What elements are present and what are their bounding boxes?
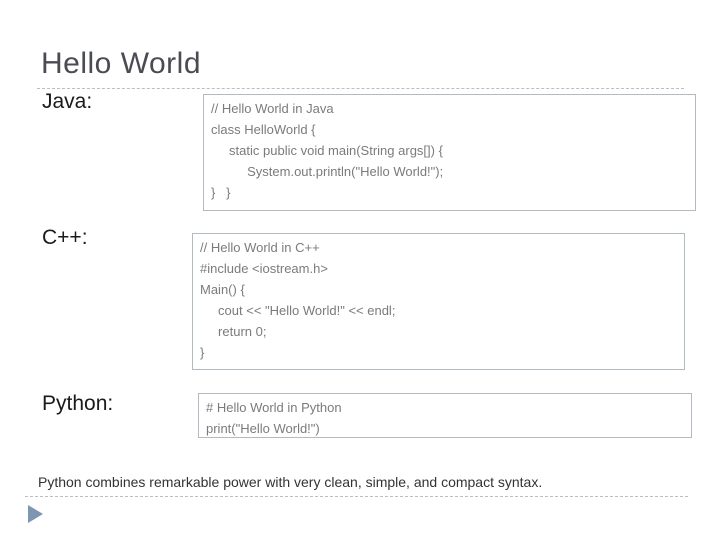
code-block-python: # Hello World in Python print("Hello Wor… — [198, 393, 692, 438]
play-triangle-icon — [28, 505, 43, 523]
code-line: } — [200, 345, 205, 360]
code-line: // Hello World in Java — [211, 101, 334, 116]
code-block-cpp: // Hello World in C++ #include <iostream… — [192, 233, 685, 370]
code-line: #include <iostream.h> — [200, 261, 328, 276]
code-line: print("Hello World!") — [206, 421, 320, 436]
footer-divider — [25, 496, 688, 497]
slide-title: Hello World — [41, 47, 201, 80]
code-line: System.out.println("Hello World!"); — [211, 164, 444, 179]
section-label-java: Java: — [42, 90, 93, 113]
code-line: Main() { — [200, 282, 245, 297]
section-label-python: Python: — [42, 392, 114, 415]
code-line: static public void main(String args[]) { — [211, 143, 443, 158]
code-line: return 0; — [200, 324, 267, 339]
code-line: // Hello World in C++ — [200, 240, 320, 255]
code-line: # Hello World in Python — [206, 400, 342, 415]
footer-note: Python combines remarkable power with ve… — [38, 474, 543, 490]
code-block-java: // Hello World in Java class HelloWorld … — [203, 94, 696, 211]
code-line: class HelloWorld { — [211, 122, 316, 137]
title-divider — [37, 88, 684, 89]
code-line: } } — [211, 185, 231, 200]
code-line: cout << "Hello World!" << endl; — [200, 303, 396, 318]
section-label-cpp: C++: — [42, 226, 88, 249]
